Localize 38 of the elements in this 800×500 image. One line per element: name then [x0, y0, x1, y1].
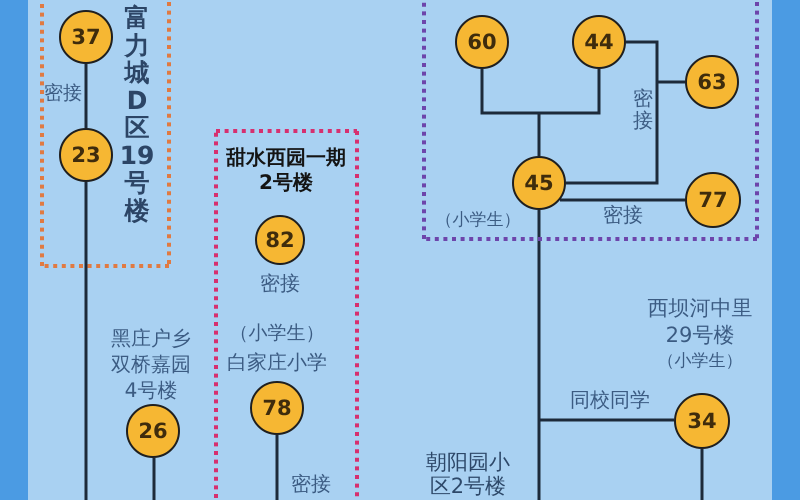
dotted-frame — [422, 0, 759, 241]
address-heading: 甜水西园一期2号楼 — [225, 145, 347, 195]
case-number: 82 — [265, 230, 295, 250]
case-number: 77 — [698, 190, 728, 210]
connector-line — [538, 69, 600, 156]
case-number: 23 — [71, 144, 101, 166]
edge-label: 密接 — [44, 83, 82, 105]
case-number: 26 — [138, 420, 168, 442]
dotted-frame — [40, 0, 171, 268]
case-note: 密接 — [259, 271, 301, 296]
case-number: 63 — [697, 72, 727, 92]
connector-line — [700, 449, 704, 500]
dotted-frame — [214, 129, 359, 500]
case-note: （小学生） — [228, 322, 326, 346]
case-note: 黑庄户乡双桥嘉园4号楼 — [110, 325, 192, 403]
address-heading: 富力城D区19号楼 — [118, 4, 156, 224]
edge-label: 密接 — [291, 472, 331, 496]
connector-line — [566, 80, 685, 184]
connector-line — [84, 182, 88, 500]
case-note: 西坝河中里29号楼 — [646, 295, 754, 349]
case-note: （小学生） — [434, 210, 522, 232]
case-number: 34 — [687, 410, 717, 432]
connector-line — [560, 198, 685, 202]
connector-line — [84, 64, 88, 128]
case-number: 44 — [584, 32, 614, 52]
connector-line — [276, 435, 278, 500]
connector-line — [538, 210, 540, 500]
case-number: 45 — [524, 172, 554, 194]
case-number: 78 — [262, 398, 292, 418]
edge-label: 密接 — [633, 87, 653, 131]
address-label: 朝阳园小区2号楼 — [424, 451, 511, 499]
case-note: （小学生） — [656, 351, 744, 372]
case-number: 37 — [71, 26, 101, 48]
case-number: 60 — [467, 32, 497, 52]
edge-label: 同校同学 — [570, 388, 650, 412]
edge-label: 密接 — [603, 204, 643, 226]
case-note: 白家庄小学 — [226, 350, 328, 375]
connector-line — [152, 458, 156, 500]
